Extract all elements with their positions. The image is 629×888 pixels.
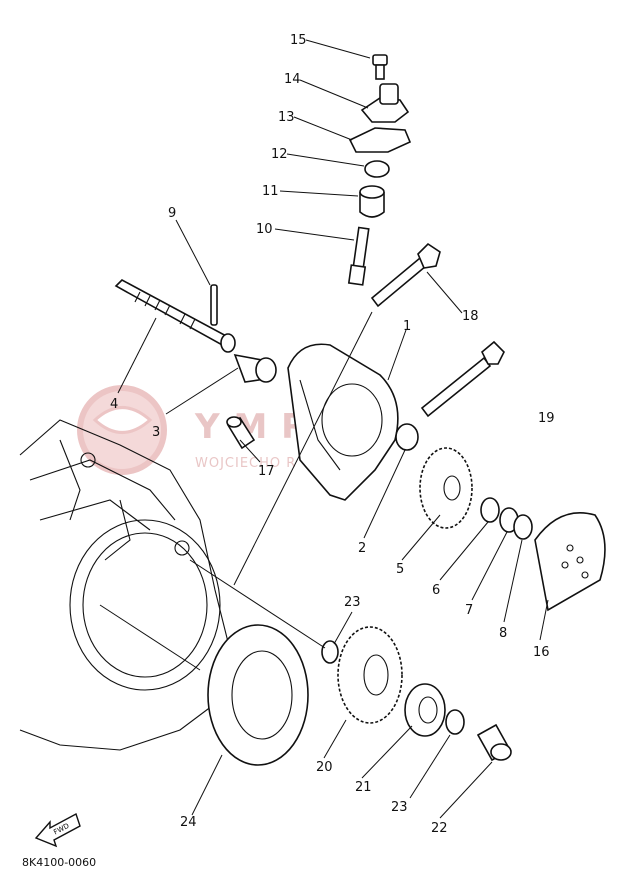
crankcase: [19, 419, 231, 751]
callout-9: 9: [168, 206, 176, 221]
part-6-washer: [480, 497, 500, 523]
callout-2: 2: [358, 541, 366, 556]
part-14-housing: [360, 83, 410, 123]
part-11-bush: [359, 185, 385, 218]
callout-1: 1: [403, 319, 411, 334]
part-1-cover: [287, 343, 399, 501]
callout-11: 11: [262, 184, 279, 199]
part-2-washer: [395, 423, 419, 451]
part-16-plate: [534, 511, 606, 612]
callout-numbers: 15 14 13 12 11 10 9 18 1 4 3 19 17 2 5 6…: [110, 33, 555, 836]
part-9-pin: [210, 284, 218, 326]
part-19-bolt: [420, 340, 505, 418]
callout-17: 17: [258, 464, 275, 479]
callout-10: 10: [256, 222, 273, 237]
part-13-gasket: [348, 127, 412, 153]
callout-8: 8: [499, 626, 507, 641]
callout-14: 14: [284, 72, 301, 87]
drawing-code: 8K4100-0060: [22, 856, 96, 869]
callout-20: 20: [316, 760, 333, 775]
part-24-seal-ring: [207, 624, 309, 766]
part-23-washer-lower: [445, 709, 465, 735]
part-4-worm-shaft: [114, 279, 236, 353]
part-10-gear-shaft: [347, 226, 370, 286]
part-22-shaft: [476, 723, 512, 762]
callout-3: 3: [152, 425, 160, 440]
callout-5: 5: [396, 562, 404, 577]
callout-19: 19: [538, 411, 555, 426]
part-21-bearing: [404, 683, 446, 737]
part-3-collar: [233, 353, 277, 383]
callout-4: 4: [110, 397, 118, 412]
leader-lines: [99, 39, 549, 819]
fwd-arrow-icon: FWD: [34, 812, 81, 848]
part-5-gear: [419, 447, 473, 529]
part-18-bolt: [370, 242, 441, 308]
callout-21: 21: [355, 780, 372, 795]
callout-22: 22: [431, 821, 448, 836]
part-17-dowel: [226, 416, 256, 450]
callout-15: 15: [290, 33, 307, 48]
callout-23-upper: 23: [344, 595, 361, 610]
callout-23-lower: 23: [391, 800, 408, 815]
callout-24: 24: [180, 815, 197, 830]
callout-12: 12: [271, 147, 288, 162]
callout-7: 7: [465, 603, 473, 618]
callout-6: 6: [432, 583, 440, 598]
part-23-washer-upper: [321, 640, 339, 664]
callout-13: 13: [278, 110, 295, 125]
part-8-washer: [513, 514, 533, 540]
part-12-seal: [364, 160, 390, 178]
callout-18: 18: [462, 309, 479, 324]
part-15-bolt: [372, 54, 388, 80]
callout-16: 16: [533, 645, 550, 660]
part-20-gear: [337, 626, 403, 724]
